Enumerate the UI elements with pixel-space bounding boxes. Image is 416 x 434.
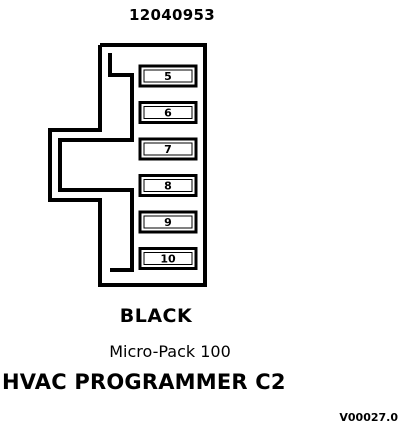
connector-color: BLACK: [119, 305, 193, 327]
cavity-label-5: 5: [164, 70, 172, 83]
cavity-box-7: [138, 137, 198, 161]
cavity-box-5: [138, 64, 198, 88]
cavity-box-9: [138, 210, 198, 234]
cavity-label-7: 7: [164, 143, 172, 156]
cavity-terminal-6: [143, 106, 193, 119]
component-name: HVAC PROGRAMMER C2: [2, 370, 286, 394]
connector-shell-inner: [58, 53, 134, 272]
reference-code: V00027.0: [339, 411, 398, 424]
cavity-terminal-10: [143, 252, 193, 265]
cavity-label-10: 10: [160, 253, 176, 266]
cavity-box-10: [138, 247, 198, 270]
cavity-terminal-8: [143, 179, 193, 192]
part-number: 12040953: [129, 6, 215, 24]
cavity-group: 5 6 7 8 9 10: [138, 64, 198, 270]
cavity-box-6: [138, 101, 198, 124]
cavity-label-9: 9: [164, 216, 172, 229]
cavity-label-8: 8: [164, 180, 172, 193]
cavity-terminal-9: [143, 215, 193, 229]
cavity-terminal-5: [143, 69, 193, 83]
cavity-label-6: 6: [164, 107, 172, 120]
cavity-box-8: [138, 174, 198, 197]
connector-shell-outer: [48, 43, 207, 287]
cavity-terminal-7: [143, 142, 193, 156]
connector-type: Micro-Pack 100: [109, 342, 231, 361]
